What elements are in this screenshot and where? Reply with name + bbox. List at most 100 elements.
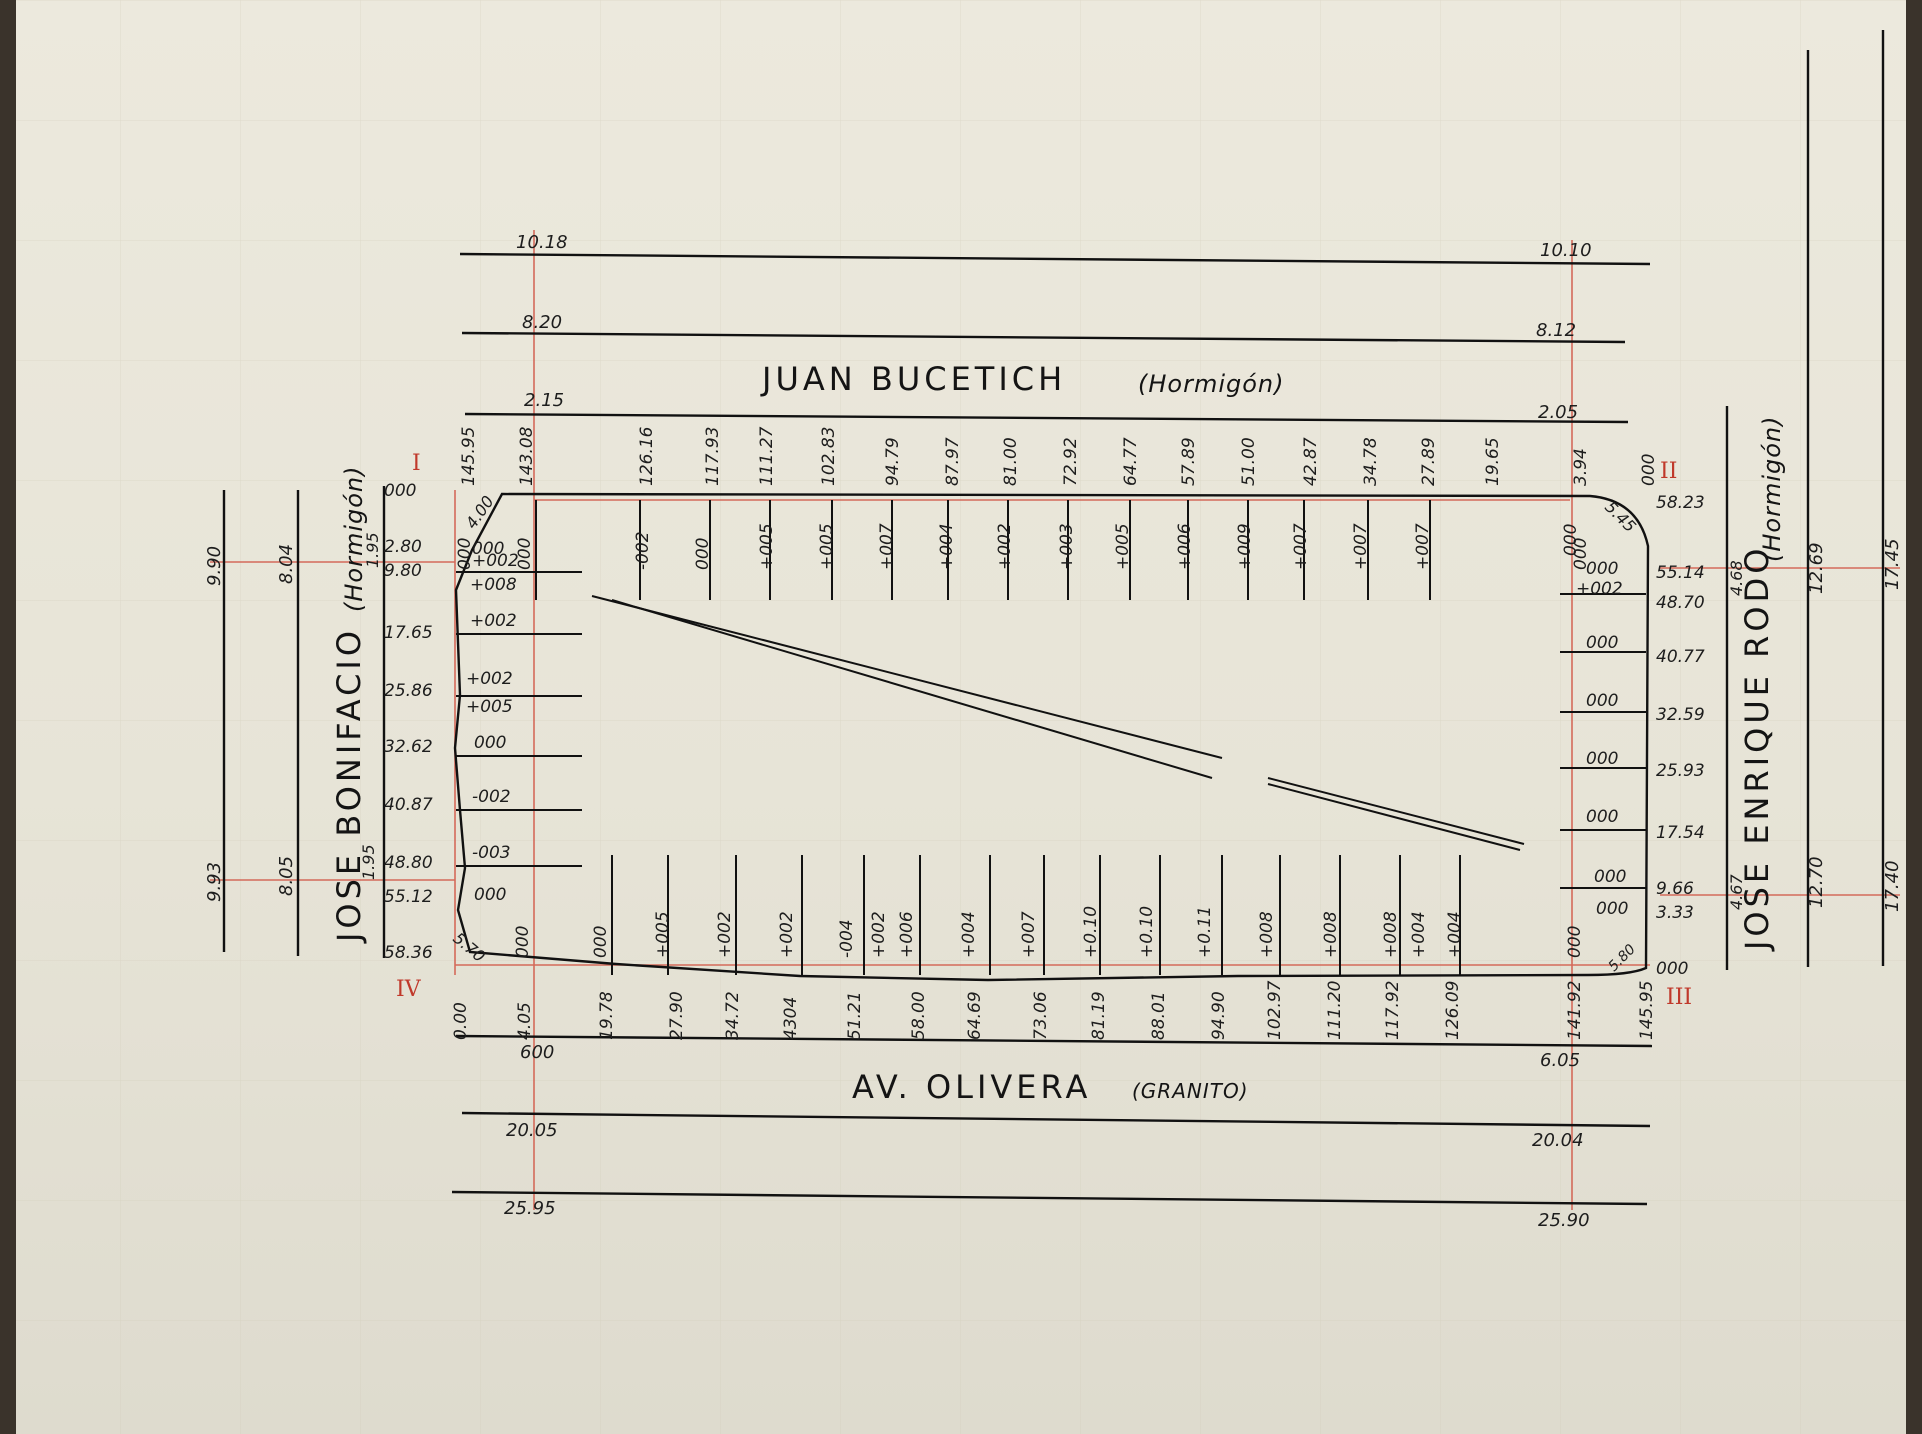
west-station-label: 17.65	[384, 623, 433, 643]
sheet-edge-right	[1906, 0, 1922, 1434]
west-street-name: JOSE BONIFACIO	[330, 627, 368, 944]
north-station-label: 126.16	[637, 426, 657, 486]
east-level-label: 000	[1586, 691, 1618, 711]
south-level-label: +006	[897, 911, 917, 958]
south-station-label: 102.97	[1265, 980, 1285, 1040]
north-level-label: +004	[937, 523, 957, 570]
west-level-label: +008	[470, 575, 517, 595]
north-level-label: +005	[1113, 523, 1133, 570]
east-street-surface: (Hormigón)	[1758, 416, 1786, 563]
north-street-name: JUAN BUCETICH	[760, 360, 1066, 398]
west-level-label: 000	[472, 539, 504, 559]
south-width-left-2: 20.05	[506, 1120, 558, 1141]
south-station-label: 4.05	[515, 1002, 535, 1040]
north-station-label: 27.89	[1419, 437, 1439, 486]
south-station-label: 0.00	[451, 1002, 471, 1040]
south-station-label: 126.09	[1443, 981, 1463, 1040]
south-level-label: +0.10	[1081, 906, 1101, 958]
west-station-label: 32.62	[384, 737, 433, 757]
north-station-label: 145.95	[459, 427, 479, 486]
north-level-label: 000	[515, 538, 535, 570]
south-level-label: +008	[1381, 911, 1401, 958]
north-station-label: 000	[1639, 454, 1659, 486]
south-level-label: +002	[869, 911, 889, 958]
east-station-label: 25.93	[1656, 761, 1705, 781]
south-level-label: +004	[1445, 911, 1465, 958]
south-level-label: +002	[777, 911, 797, 958]
west-station-label: 25.86	[384, 681, 433, 701]
east-station-label: 9.66	[1656, 879, 1694, 899]
north-width-right-1: 10.10	[1540, 240, 1592, 261]
north-station-label: 117.93	[703, 427, 723, 486]
north-station-label: 57.89	[1179, 437, 1199, 486]
east-level-label: 000	[1594, 867, 1626, 887]
corner-label-iv: IV	[396, 977, 422, 1002]
north-width-right-2: 8.12	[1536, 320, 1576, 341]
east-station-label: 000	[1656, 959, 1688, 979]
south-level-label: -004	[837, 919, 857, 958]
east-level-label: 000	[1561, 524, 1581, 556]
west-station-label: 9.80	[384, 561, 422, 581]
south-level-label: 000	[1565, 926, 1585, 958]
south-level-label: 000	[591, 926, 611, 958]
north-level-label: 000	[455, 538, 475, 570]
west-street-surface: (Hormigón)	[340, 466, 368, 613]
south-station-label: 117.92	[1383, 981, 1403, 1040]
west-station-label: 48.80	[384, 853, 433, 873]
south-level-label: +002	[715, 911, 735, 958]
east-station-label: 3.33	[1656, 903, 1694, 923]
west-level-label: +002	[466, 669, 513, 689]
south-station-label: 27.90	[667, 991, 687, 1040]
north-width-left-1: 10.18	[516, 232, 568, 253]
east-station-label: 48.70	[1656, 593, 1705, 613]
west-level-label: -002	[472, 787, 511, 807]
south-station-label: 94.90	[1209, 991, 1229, 1040]
west-station-label: 000	[384, 481, 416, 501]
north-station-label: 111.27	[757, 426, 777, 486]
west-station-label: 58.36	[384, 943, 433, 963]
south-station-label: 145.95	[1637, 981, 1657, 1040]
diagonal-line-b	[611, 599, 1213, 779]
north-station-label: 34.78	[1361, 437, 1381, 486]
west-station-label: 2.80	[384, 537, 422, 557]
south-width-right-3: 25.90	[1538, 1210, 1590, 1231]
south-station-label: 58.00	[909, 991, 929, 1040]
west-width-bottom-1: 9.93	[204, 862, 225, 902]
north-level-label: +007	[1413, 523, 1433, 570]
south-level-label: +008	[1257, 911, 1277, 958]
west-level-label: -003	[472, 843, 511, 863]
south-station-label: 73.06	[1031, 991, 1051, 1040]
east-width-top-3: 17.45	[1882, 538, 1903, 590]
east-level-label: 000	[1586, 559, 1618, 579]
east-level-label: 000	[1596, 899, 1628, 919]
north-level-label: +002	[995, 523, 1015, 570]
east-station-label: 17.54	[1656, 823, 1705, 843]
diagonal-line-c	[1267, 777, 1525, 845]
south-station-label: 19.78	[597, 991, 617, 1040]
reference-lines	[210, 230, 1900, 1210]
north-station-label: 94.79	[883, 437, 903, 486]
diagonal-line-d	[1267, 783, 1521, 851]
west-level-label: 000	[474, 733, 506, 753]
north-line-1	[459, 252, 1651, 266]
north-station-label: 81.00	[1001, 437, 1021, 486]
north-level-label: -002	[633, 531, 653, 570]
east-station-label: 58.23	[1656, 493, 1705, 513]
west-level-label: +005	[466, 697, 513, 717]
north-station-label: 102.83	[819, 427, 839, 486]
north-width-left-2: 8.20	[522, 312, 562, 333]
north-level-label: +009	[1235, 523, 1255, 570]
west-width-bottom-3: 1.95	[359, 844, 378, 880]
north-station-label: 64.77	[1121, 437, 1141, 486]
north-station-label: 87.97	[943, 437, 963, 486]
north-level-label: +003	[1057, 523, 1077, 570]
south-station-label: 64.69	[965, 991, 985, 1040]
east-level-label: +002	[1576, 579, 1623, 599]
street-lines	[222, 30, 1885, 1206]
south-line-1	[455, 1034, 1653, 1048]
west-station-label: 55.12	[384, 887, 433, 907]
north-level-label: +006	[1175, 523, 1195, 570]
diagonal-line-a	[591, 595, 1223, 759]
corner-label-i: I	[412, 451, 421, 476]
south-level-label: 000	[513, 926, 533, 958]
